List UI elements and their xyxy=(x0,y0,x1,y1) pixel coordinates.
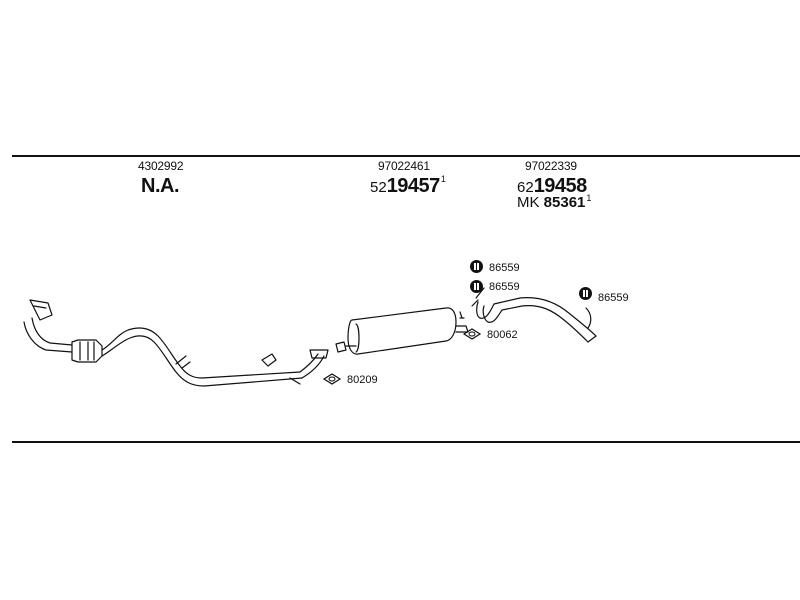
front-pipe-main-number: N.A. xyxy=(141,175,180,197)
clamp-part-number-a: 86559 xyxy=(489,262,520,274)
tail-pipe-alt-number: MK 853611 xyxy=(517,193,592,211)
middle-silencer-sup: 1 xyxy=(440,174,446,184)
gasket-part-number-a: 80209 xyxy=(347,374,378,386)
front-pipe-ref-number: 4302992 xyxy=(138,159,184,173)
tail-pipe-alt-sup: 1 xyxy=(586,193,592,203)
front-pipe-assembly xyxy=(23,299,329,387)
middle-silencer-bold: 19457 xyxy=(386,175,441,197)
clamp-badge-icon xyxy=(470,260,483,273)
middle-silencer xyxy=(335,307,469,355)
middle-silencer-ref-number: 97022461 xyxy=(378,159,430,173)
top-divider xyxy=(12,155,800,157)
gasket-ring-icon xyxy=(322,373,342,385)
tail-pipe-ref-number: 97022339 xyxy=(525,159,577,173)
gasket-part-number-b: 80062 xyxy=(487,329,518,341)
clamp-part-number-b: 86559 xyxy=(489,281,520,293)
gasket-ring-icon xyxy=(462,328,482,340)
tail-pipe-bold: 19458 xyxy=(533,175,588,197)
tail-pipe-main-number: 6219458 xyxy=(517,176,587,196)
clamp-part-number-c: 86559 xyxy=(598,292,629,304)
clamp-badge-icon xyxy=(579,287,592,300)
tail-pipe xyxy=(471,287,597,343)
clamp-badge-icon xyxy=(470,280,483,293)
tail-pipe-alt-prefix: MK xyxy=(517,194,544,211)
middle-silencer-main-number: 52194571 xyxy=(370,174,446,197)
tail-pipe-prefix: 62 xyxy=(517,179,534,196)
middle-silencer-prefix: 52 xyxy=(370,179,387,196)
tail-pipe-alt-bold: 85361 xyxy=(543,194,586,211)
bottom-divider xyxy=(12,441,800,443)
